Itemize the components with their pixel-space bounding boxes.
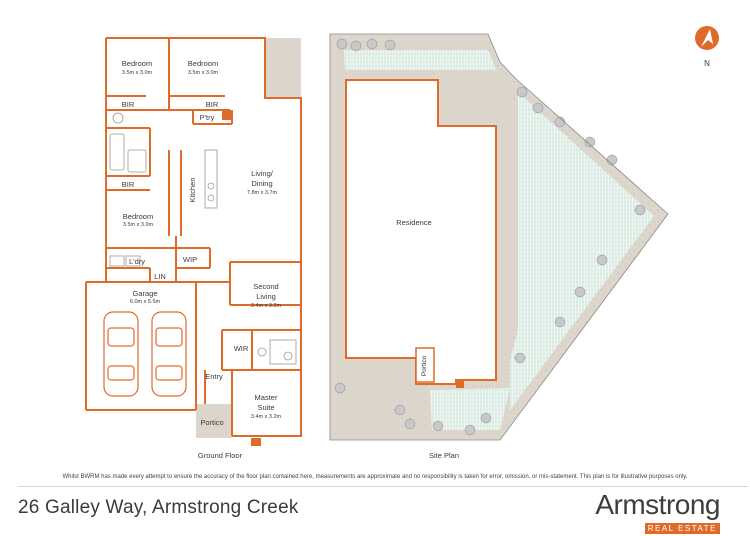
north-arrow-icon: N [695, 26, 719, 68]
room-label-wip: WIP [183, 255, 197, 264]
room-label-bedroom-1: Bedroom [122, 59, 152, 68]
room-size-living: 7.8m x 3.7m [247, 190, 278, 196]
room-label-bir-3: BIR [122, 180, 135, 189]
room-label-master-2: Suite [257, 403, 274, 412]
room-label-living-1: Living/ [251, 169, 274, 178]
room-label-second-living-2: Living [256, 292, 276, 301]
site-plan: Residence Portico Site Plan [329, 33, 669, 460]
car-icon [151, 311, 187, 397]
ground-floor-caption: Ground Floor [198, 451, 243, 460]
room-label-kitchen: Kitchen [188, 177, 197, 202]
site-label-portico: Portico [421, 356, 428, 377]
footer-divider [18, 486, 748, 487]
room-size-bedroom-3: 3.5m x 3.0m [123, 222, 154, 228]
room-label-pantry: P'try [200, 113, 215, 122]
room-size-bedroom-2: 3.5m x 3.0m [188, 70, 219, 76]
floor-plan: Bedroom 3.5m x 3.0m Bedroom 3.5m x 3.0m … [85, 26, 719, 460]
room-label-bedroom-2: Bedroom [188, 59, 218, 68]
room-label-living-2: Dining [251, 179, 272, 188]
brand-tagline: REAL ESTATE [644, 523, 720, 534]
site-label-residence: Residence [396, 218, 431, 227]
room-label-lin: LIN [154, 272, 166, 281]
room-label-second-living-1: Second [253, 282, 278, 291]
ground-floor-plan: Bedroom 3.5m x 3.0m Bedroom 3.5m x 3.0m … [85, 37, 302, 460]
room-label-portico: Portico [200, 418, 223, 427]
room-label-wir: WIR [234, 344, 249, 353]
room-size-second-living: 3.4m x 3.2m [251, 303, 282, 309]
room-size-garage: 6.0m x 5.5m [130, 299, 161, 305]
room-size-bedroom-1: 3.5m x 3.0m [122, 70, 153, 76]
room-label-bedroom-3: Bedroom [123, 212, 153, 221]
room-label-garage: Garage [132, 289, 157, 298]
room-size-master: 3.4m x 3.2m [251, 414, 282, 420]
brand-name: Armstrong [595, 489, 720, 520]
disclaimer-text: Whilst BWRM has made every attempt to en… [62, 474, 688, 480]
compass-label: N [704, 59, 710, 68]
room-label-entry: Entry [205, 372, 223, 381]
site-plan-caption: Site Plan [429, 451, 459, 460]
room-label-master-1: Master [255, 393, 278, 402]
room-label-bir-2: BIR [206, 100, 219, 109]
car-icon [103, 311, 139, 397]
room-label-laundry: L'dry [129, 257, 145, 266]
room-label-bir-1: BIR [122, 100, 135, 109]
property-address: 26 Galley Way, Armstrong Creek [18, 497, 299, 518]
brand-logo: Armstrong REAL ESTATE [595, 489, 720, 536]
